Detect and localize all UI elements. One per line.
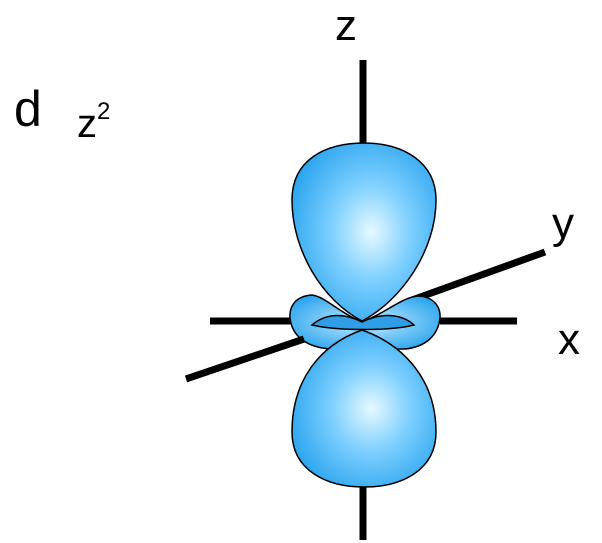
y-axis-back	[412, 252, 545, 300]
lower-lobe	[292, 330, 436, 487]
orbital-subscript-base: z	[77, 102, 97, 146]
orbital-letter-label: d	[14, 84, 42, 134]
z-axis-label: z	[335, 4, 357, 48]
orbital-subscript-power: 2	[97, 98, 110, 125]
y-axis-label: y	[552, 202, 574, 246]
x-axis-label: x	[558, 318, 580, 362]
orbital-subscript-label: z2	[77, 104, 110, 144]
y-axis-front	[186, 339, 304, 379]
upper-lobe	[292, 143, 436, 321]
